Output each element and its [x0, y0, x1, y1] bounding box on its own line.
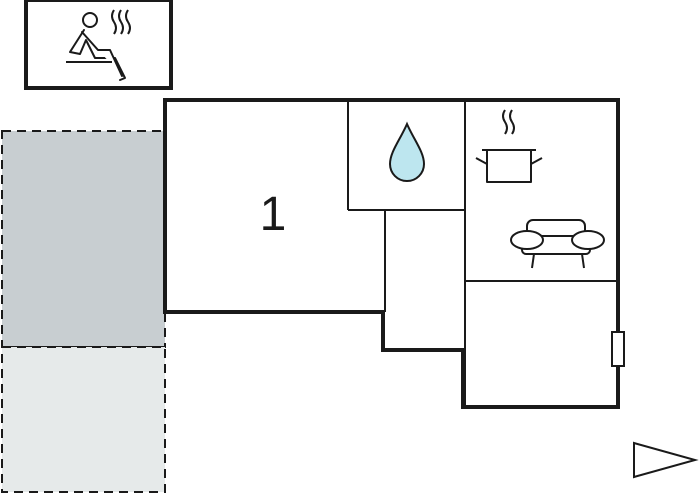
water-drop-icon: [388, 121, 426, 182]
sauna-room: [24, 0, 173, 90]
sofa-icon: [510, 219, 605, 269]
cooking-pot-icon: [475, 109, 543, 183]
room-1-label: 1: [260, 188, 287, 241]
open-terrace: [1, 346, 166, 493]
window-icon: [611, 331, 625, 367]
sauna-icon: [66, 9, 131, 81]
house-outline: [163, 98, 620, 409]
interior-walls: [347, 100, 618, 407]
north-arrow-icon: [633, 441, 699, 479]
covered-terrace: [1, 130, 166, 348]
